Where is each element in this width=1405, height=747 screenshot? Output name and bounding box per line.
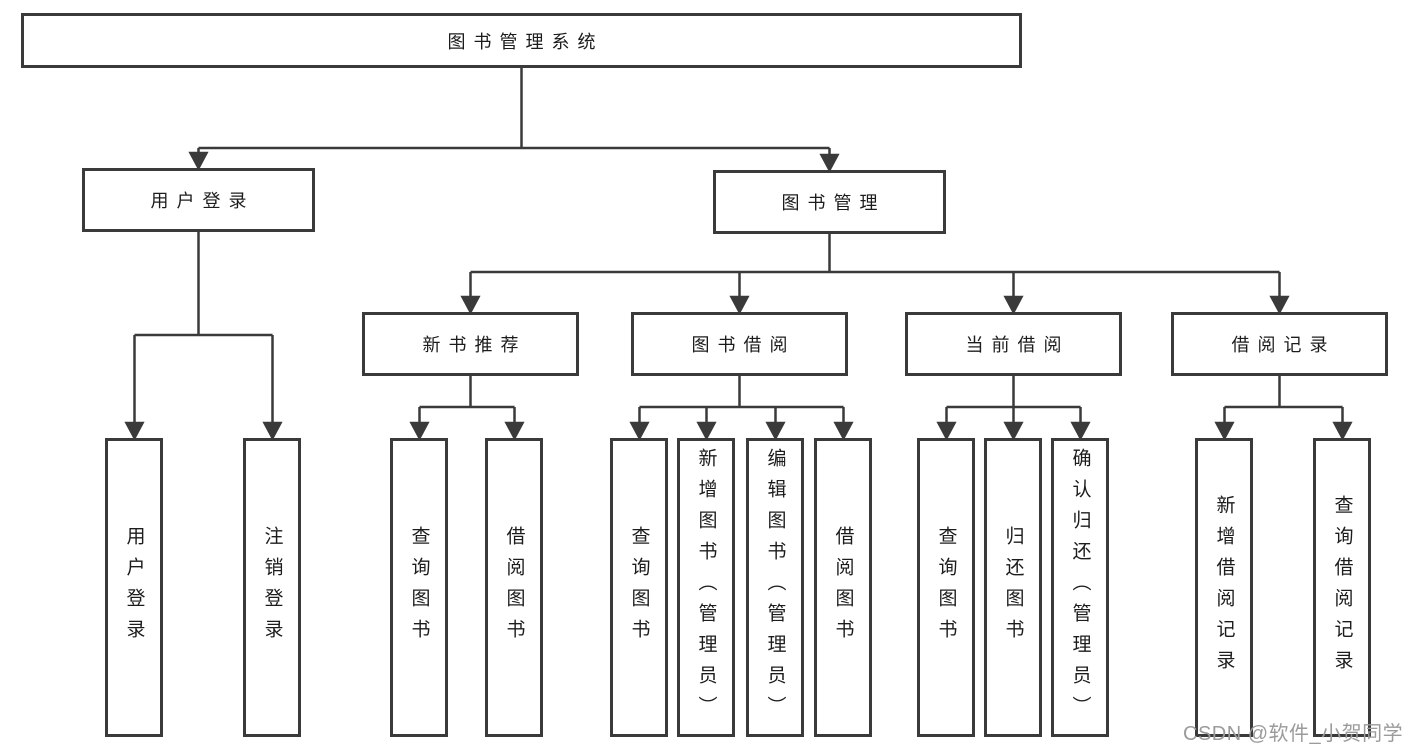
- connector-new-book-children: [409, 376, 525, 441]
- connector-root-to-level2: [188, 68, 840, 173]
- node-borrow-records: 借阅记录: [1171, 312, 1388, 376]
- leaf-label: 借阅图书: [832, 525, 854, 650]
- leaf-label: 确认归还（管理员）: [1069, 448, 1091, 727]
- leaf-borrow-books-2: 借阅图书: [814, 438, 872, 737]
- leaf-label: 查询图书: [408, 525, 430, 650]
- connector-book-management-children: [460, 234, 1290, 315]
- leaf-label: 查询图书: [628, 525, 650, 650]
- leaf-query-books-2: 查询图书: [610, 438, 668, 737]
- leaf-query-books-1: 查询图书: [390, 438, 448, 737]
- node-root-library-system: 图书管理系统: [21, 13, 1022, 68]
- leaf-label: 注销登录: [261, 525, 283, 650]
- arrowhead: [696, 421, 717, 441]
- arrowhead: [1332, 421, 1353, 441]
- arrowhead: [1003, 295, 1024, 315]
- leaf-edit-book-admin: 编辑图书（管理员）: [746, 438, 804, 737]
- arrowhead: [188, 151, 209, 171]
- arrowhead: [504, 421, 525, 441]
- leaf-label: 归还图书: [1002, 525, 1024, 650]
- arrowhead: [409, 421, 430, 441]
- arrowhead: [1070, 421, 1091, 441]
- leaf-label: 用户登录: [123, 525, 145, 650]
- node-current-borrow: 当前借阅: [905, 312, 1122, 376]
- arrowhead: [629, 421, 650, 441]
- leaf-label: 借阅图书: [503, 525, 525, 650]
- leaf-label: 新增借阅记录: [1213, 494, 1235, 681]
- arrowhead: [460, 295, 481, 315]
- connector-user-login-children: [124, 232, 283, 441]
- node-user-login: 用户登录: [82, 168, 315, 232]
- arrowhead: [729, 295, 750, 315]
- leaf-add-borrow-record: 新增借阅记录: [1195, 438, 1253, 737]
- leaf-label: 查询借阅记录: [1331, 494, 1353, 681]
- arrowhead: [819, 153, 840, 173]
- arrowhead: [765, 421, 786, 441]
- leaf-query-books-3: 查询图书: [917, 438, 975, 737]
- arrowhead: [262, 421, 283, 441]
- arrowhead: [1214, 421, 1235, 441]
- leaf-label: 编辑图书（管理员）: [764, 448, 786, 727]
- node-book-borrow: 图书借阅: [631, 312, 848, 376]
- leaf-add-book-admin: 新增图书（管理员）: [677, 438, 735, 737]
- arrowhead: [124, 421, 145, 441]
- connector-borrow-records-children: [1214, 376, 1353, 441]
- arrowhead: [936, 421, 957, 441]
- node-new-book-recommend: 新书推荐: [362, 312, 579, 376]
- leaf-label: 查询图书: [935, 525, 957, 650]
- arrowhead: [1003, 421, 1024, 441]
- leaf-borrow-books-1: 借阅图书: [485, 438, 543, 737]
- node-book-management: 图书管理: [713, 170, 946, 234]
- connector-current-borrow-children: [936, 376, 1091, 441]
- leaf-user-login: 用户登录: [105, 438, 163, 737]
- leaf-confirm-return-admin: 确认归还（管理员）: [1051, 438, 1109, 737]
- arrowhead: [1269, 295, 1290, 315]
- csdn-watermark: CSDN @软件_小贺同学: [1183, 723, 1404, 745]
- leaf-return-book: 归还图书: [984, 438, 1042, 737]
- arrowhead: [833, 421, 854, 441]
- leaf-query-borrow-record: 查询借阅记录: [1313, 438, 1371, 737]
- leaf-label: 新增图书（管理员）: [695, 448, 717, 727]
- connector-book-borrow-children: [629, 376, 854, 441]
- leaf-logout-login: 注销登录: [243, 438, 301, 737]
